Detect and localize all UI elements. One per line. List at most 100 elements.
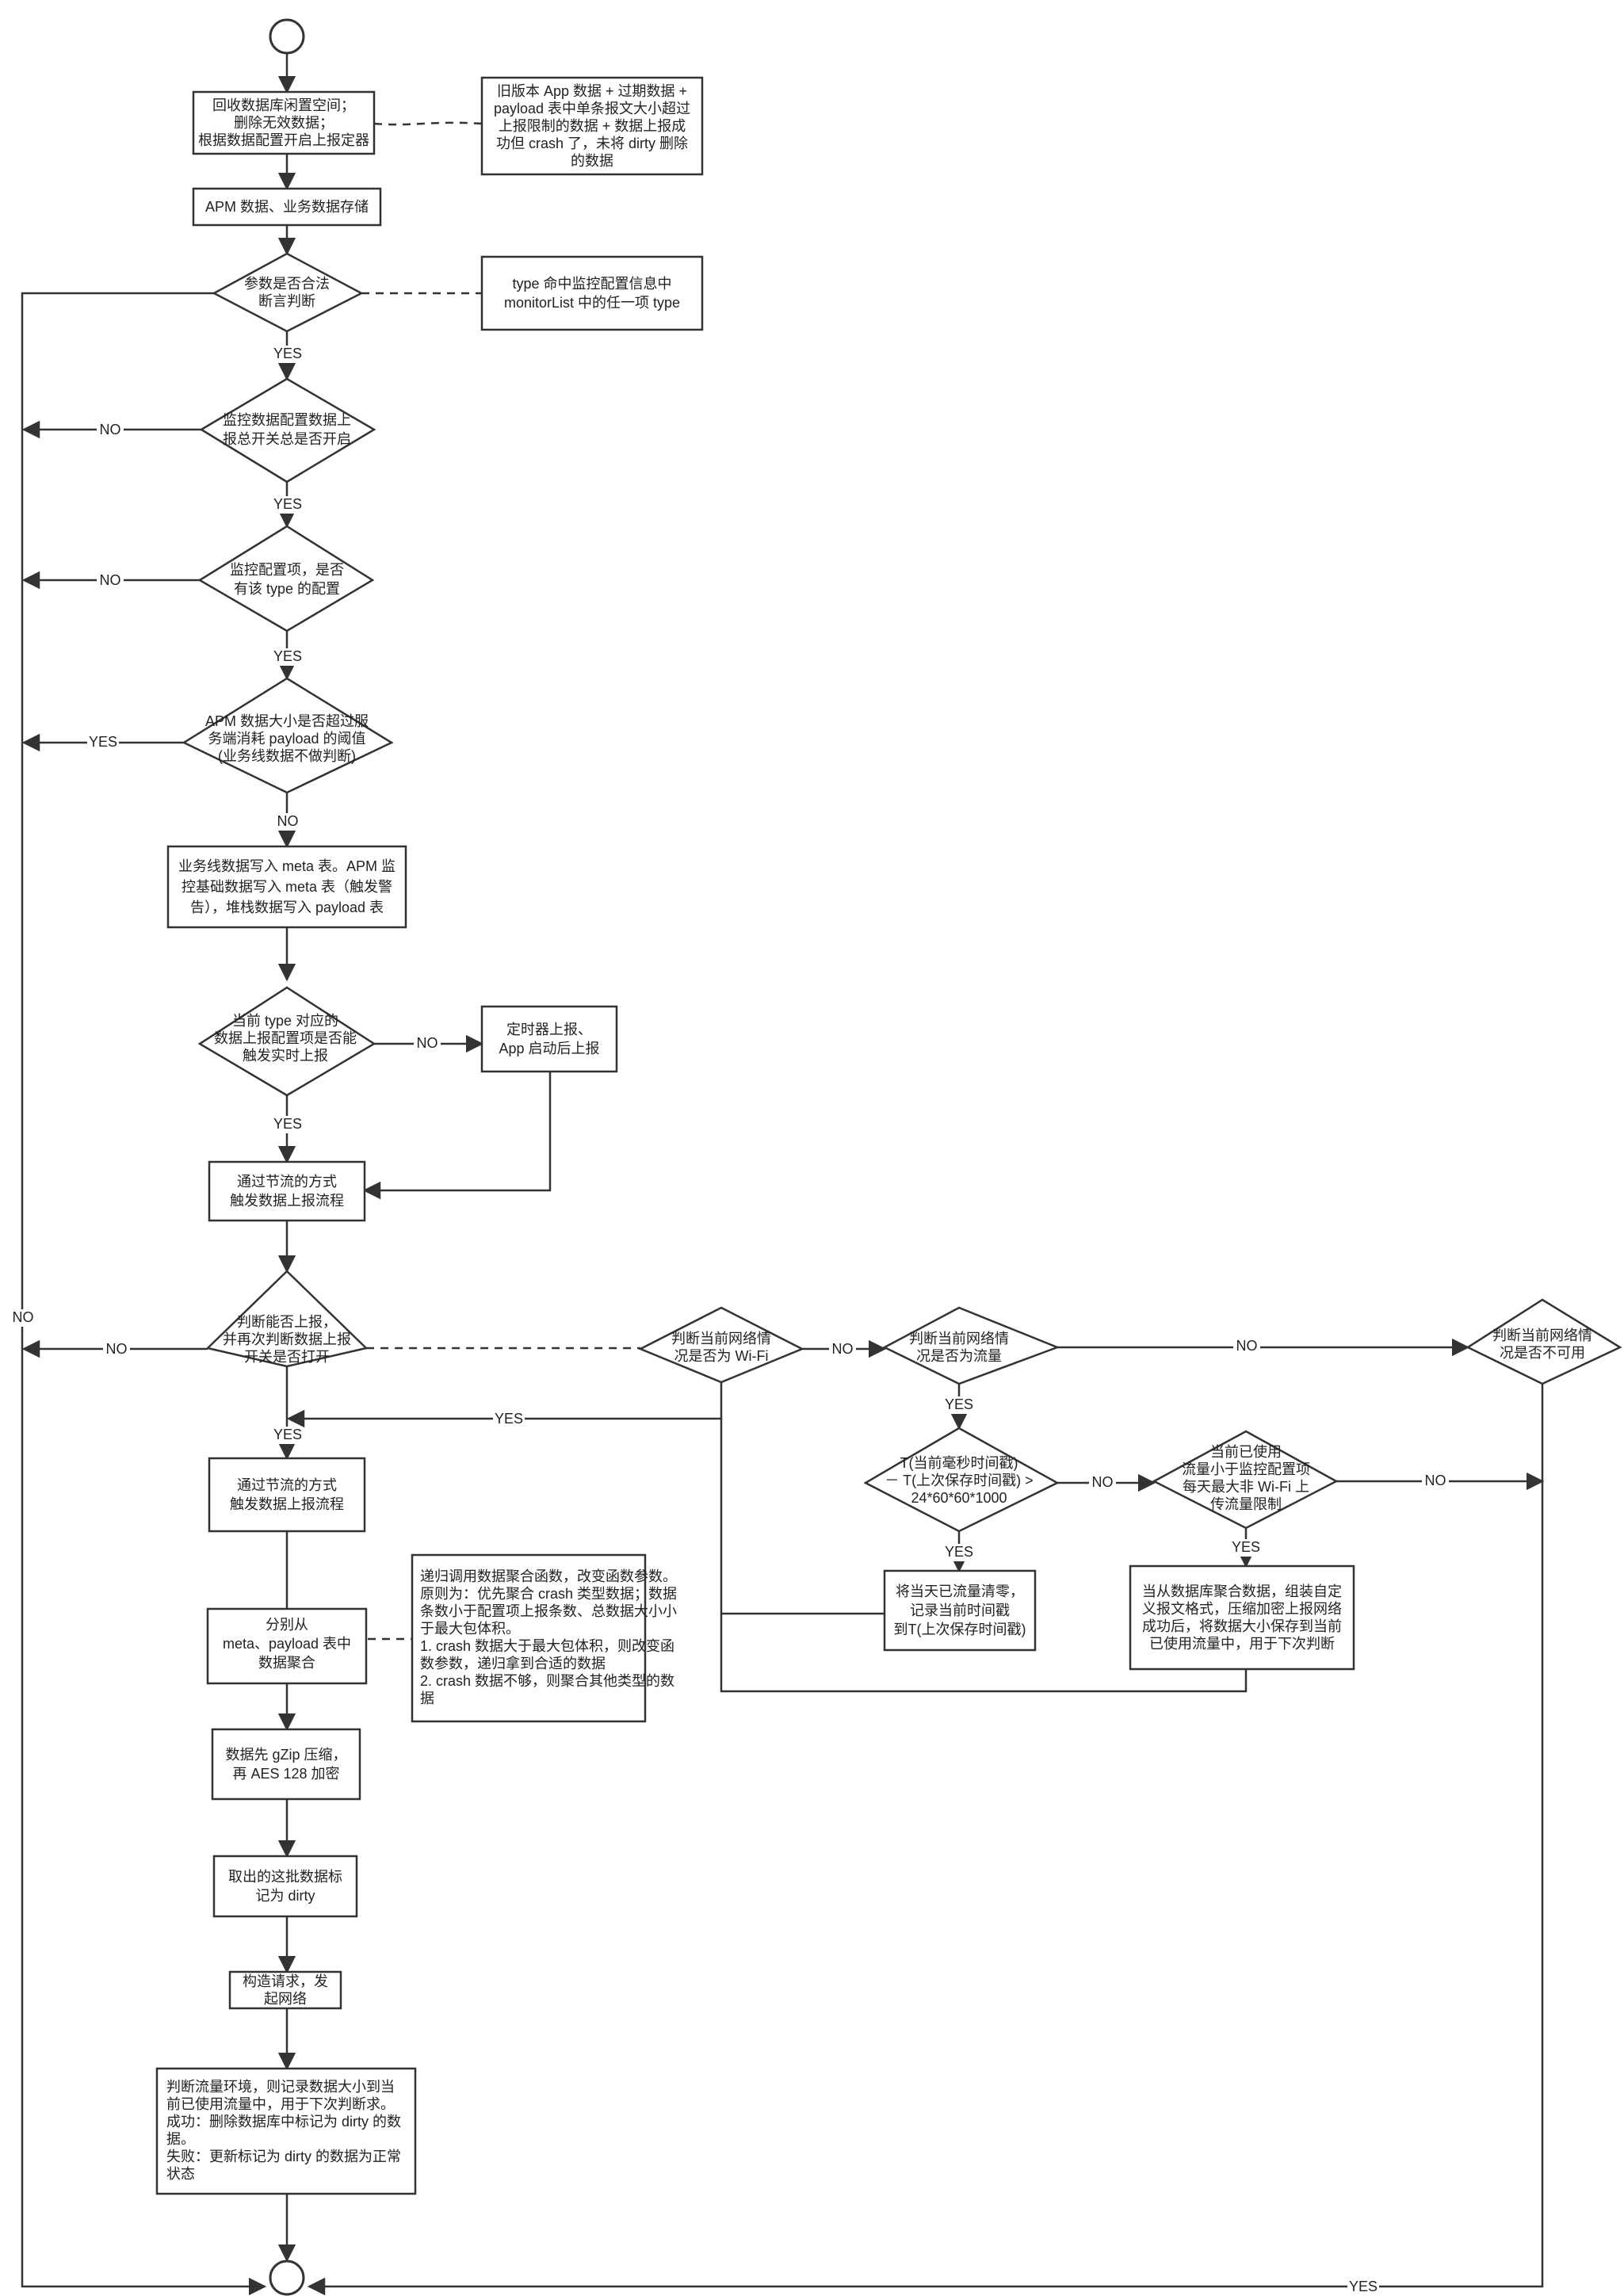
label-no: NO: [13, 1309, 34, 1325]
node-text-d6: 并再次判断数据上报: [223, 1331, 351, 1347]
node-text-n12: 构造请求，发: [243, 1973, 328, 1989]
node-text-d8: 况是否为流量: [916, 1348, 1002, 1364]
label-yes: YES: [89, 734, 117, 750]
node-text-d2: 报总开关总是否开启: [223, 431, 351, 447]
label-yes: YES: [273, 1116, 302, 1132]
label-yes: YES: [945, 1544, 973, 1560]
node-text-d2: 监控数据配置数据上: [223, 412, 351, 428]
node-text-d11: 每天最大非 Wi-Fi 上: [1183, 1479, 1309, 1495]
decision-wifi: [638, 1306, 804, 1384]
decision-param-valid: [212, 252, 364, 333]
process-reset-traffic: [883, 1569, 1037, 1652]
node-text-d11: 当前已使用: [1210, 1444, 1282, 1460]
node-text-d7: 况是否为 Wi-Fi: [674, 1348, 769, 1364]
node-text-n4: 定时器上报、: [506, 1022, 592, 1037]
node-text-n6: 记录当前时间戳: [910, 1603, 1010, 1618]
node-text-n4: App 启动后上报: [499, 1041, 599, 1056]
label-yes: YES: [273, 346, 302, 361]
process-timer-report: [480, 1005, 618, 1073]
start-terminal: [269, 18, 305, 55]
node-text-n13: 据。: [166, 2131, 195, 2147]
decision-unavailable: [1465, 1298, 1622, 1385]
label-yes: YES: [1349, 2279, 1378, 2294]
node-text-n11: 记为 dirty: [255, 1888, 315, 1904]
node-text-d6: 开关是否打开: [244, 1349, 330, 1365]
node-text-d5: 触发实时上报: [243, 1048, 328, 1064]
process-write-tables: [166, 845, 407, 929]
label-no: NO: [832, 1341, 854, 1357]
node-text-n6: 将当天已流量清零，: [896, 1584, 1024, 1599]
node-text-n2: APM 数据、业务数据存储: [205, 199, 369, 215]
decision-day-passed: [863, 1427, 1060, 1533]
node-text-n3: 告），堆栈数据写入 payload 表: [190, 900, 384, 915]
node-text-d11: 流量小于监控配置项: [1182, 1461, 1310, 1477]
label-no: NO: [1092, 1474, 1114, 1490]
decision-size-threshold: [182, 677, 394, 794]
edge-labels: YES YES YES NO YES YES NO NO YES NO NO N…: [10, 346, 1449, 2295]
node-text-d3: 监控配置项，是否: [230, 562, 344, 578]
node-text-n9-note: 于最大包体积。: [420, 1621, 520, 1637]
node-text-n9-note: 原则为：优先聚合 crash 类型数据；数据: [420, 1586, 677, 1602]
label-yes: YES: [273, 648, 302, 664]
node-texts: 回收数据库闲置空间； 删除无效数据；根据数据配置开启上报定器 旧版本 App 数据 …: [166, 83, 1592, 2182]
node-text-d3: 有该 type 的配置: [234, 581, 340, 597]
node-text-n9-note: 据: [420, 1690, 434, 1706]
node-text-d10: 24*60*60*1000: [911, 1490, 1007, 1506]
node-text-n3: 业务线数据写入 meta 表。APM 监: [178, 858, 395, 874]
decision-switch-on: [199, 377, 376, 483]
label-yes: YES: [273, 496, 302, 512]
label-no: NO: [100, 572, 121, 588]
process-store-data: [192, 187, 382, 227]
label-no: NO: [1425, 1473, 1446, 1488]
node-text-n9-note: 条数小于配置项上报条数、总数据大小小: [420, 1603, 677, 1619]
node-text-n10: 再 AES 128 加密: [232, 1766, 339, 1782]
node-text-d7: 判断当前网络情: [671, 1331, 771, 1347]
note-recursive-aggregate: [411, 1553, 647, 1723]
node-text-n1-note: 上报限制的数据 + 数据上报成: [499, 118, 686, 134]
node-text-n1-note: 旧版本 App 数据 + 过期数据 +: [497, 83, 687, 99]
node-text-n1-note: payload 表中单条报文大小超过: [494, 101, 690, 117]
node-text-n8: 触发数据上报流程: [230, 1496, 344, 1512]
process-aggregate: [206, 1607, 368, 1685]
decision-realtime-report: [197, 986, 376, 1097]
label-yes: YES: [273, 1427, 302, 1442]
node-text-n9-note: 1. crash 数据大于最大包体积，则改变函: [420, 1638, 674, 1654]
node-text-n1-note: 的数据: [571, 153, 613, 169]
note-type-match: [480, 255, 704, 331]
node-text-n9-note: 数参数，递归拿到合适的数据: [420, 1655, 606, 1671]
label-yes: YES: [495, 1411, 523, 1427]
node-text-d1-note: monitorList 中的任一项 type: [504, 295, 680, 311]
node-text-n13: 失败：更新标记为 dirty 的数据为正常: [166, 2149, 401, 2164]
node-text-d4: (业务线数据不做判断): [218, 748, 356, 764]
node-text-d1: 断言判断: [258, 293, 315, 309]
node-text-n13: 状态: [166, 2166, 195, 2182]
node-text-n9-note: 2. crash 数据不够，则聚合其他类型的数: [420, 1673, 674, 1689]
node-text-n1-note: 功但 crash 了，未将 dirty 删除: [496, 136, 688, 151]
process-compress-encrypt: [211, 1728, 361, 1801]
node-text-d5: 当前 type 对应的: [232, 1013, 338, 1029]
node-text-n9: meta、payload 表中: [223, 1636, 351, 1652]
node-text-n9: 分别从: [266, 1617, 308, 1633]
decision-has-type: [197, 525, 375, 632]
node-text-n13: 成功：删除数据库中标记为 dirty 的数: [166, 2114, 401, 2130]
node-text-n13: 判断流量环境，则记录数据大小到当: [166, 2079, 395, 2095]
decision-traffic-limit: [1152, 1430, 1339, 1530]
node-text-d9: 况是否不可用: [1500, 1345, 1585, 1361]
node-text-d10: － T(上次保存时间戳) >: [885, 1473, 1033, 1488]
label-no: NO: [100, 422, 121, 437]
label-no: NO: [1236, 1338, 1258, 1354]
node-text-d5: 数据上报配置项是否能: [214, 1030, 357, 1046]
node-text-n1: 根据数据配置开启上报定器: [198, 132, 369, 148]
node-text-d1: 参数是否合法: [244, 276, 330, 292]
decision-cellular: [882, 1306, 1060, 1385]
node-text-n1: 删除无效数据；: [234, 115, 334, 131]
decision-can-report: [205, 1270, 369, 1368]
node-text-d4: 务端消耗 payload 的阈值: [208, 731, 365, 747]
node-text-n1: 回收数据库闲置空间；: [212, 97, 355, 113]
process-result: [155, 2067, 417, 2195]
process-reclaim-space: [192, 90, 376, 155]
process-throttle-1: [208, 1160, 366, 1222]
label-no: NO: [106, 1341, 128, 1357]
node-text-n12: 起网络: [264, 1991, 307, 2007]
